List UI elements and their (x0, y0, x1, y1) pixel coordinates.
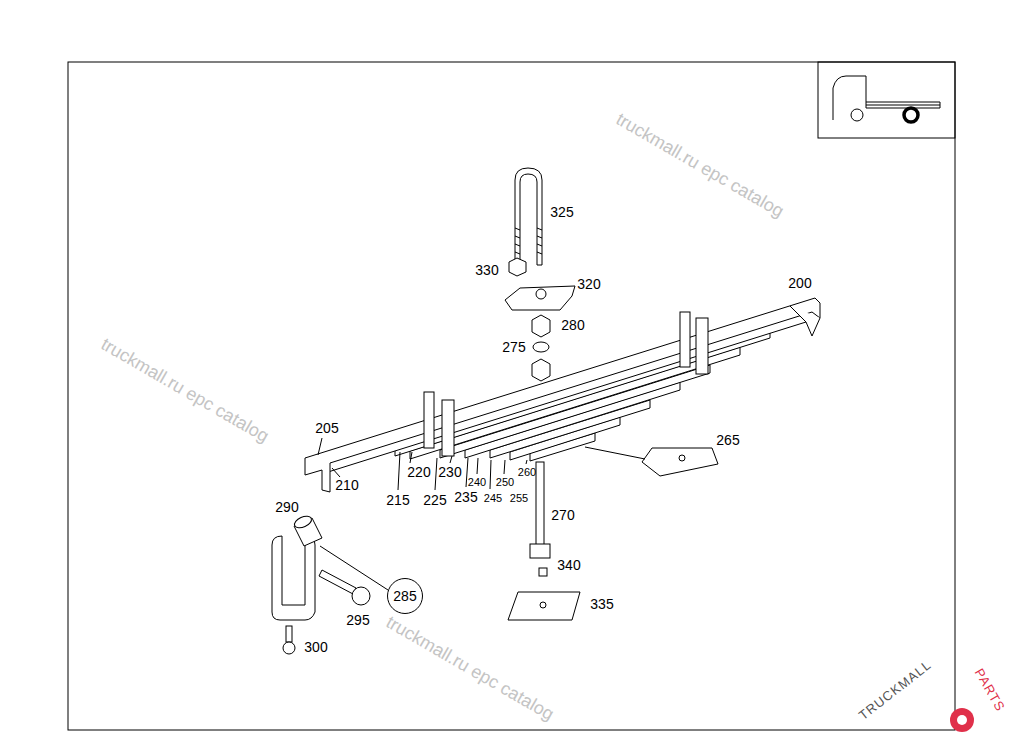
callout-number: 205 (315, 421, 338, 435)
callout-number: 330 (475, 263, 498, 277)
callout-number: 210 (335, 478, 358, 492)
logo-text: TRUCKMALL (856, 658, 933, 722)
callout-number: 280 (561, 318, 584, 332)
callout-number: 260 (518, 467, 536, 478)
watermark: truckmall.ru epc catalog (98, 335, 272, 446)
callout-number: 340 (557, 558, 580, 572)
callout-number: 325 (550, 205, 573, 219)
callout-number: 240 (468, 477, 486, 488)
callout-circle: 285 (387, 578, 423, 614)
callout-number: 290 (275, 500, 298, 514)
callout-number: 265 (716, 433, 739, 447)
watermark: truckmall.ru epc catalog (613, 110, 787, 221)
callout-number: 335 (590, 597, 613, 611)
callout-number: 300 (304, 640, 327, 654)
callout-number: 200 (788, 276, 811, 290)
callout-number: 245 (484, 493, 502, 504)
callout-number: 230 (438, 465, 461, 479)
callout-number: 235 (454, 490, 477, 504)
callout-number: 250 (496, 477, 514, 488)
callout-number: 255 (510, 493, 528, 504)
watermark: truckmall.ru epc catalog (383, 613, 557, 724)
callout-number: 275 (502, 340, 525, 354)
callout-number: 295 (346, 613, 369, 627)
callout-number: 225 (423, 493, 446, 507)
callout-number: 285 (393, 588, 416, 604)
callout-number: 320 (577, 277, 600, 291)
callout-number: 220 (407, 465, 430, 479)
logo-text: PARTS (973, 666, 1008, 713)
callout-number: 270 (551, 508, 574, 522)
callout-number: 215 (386, 493, 409, 507)
